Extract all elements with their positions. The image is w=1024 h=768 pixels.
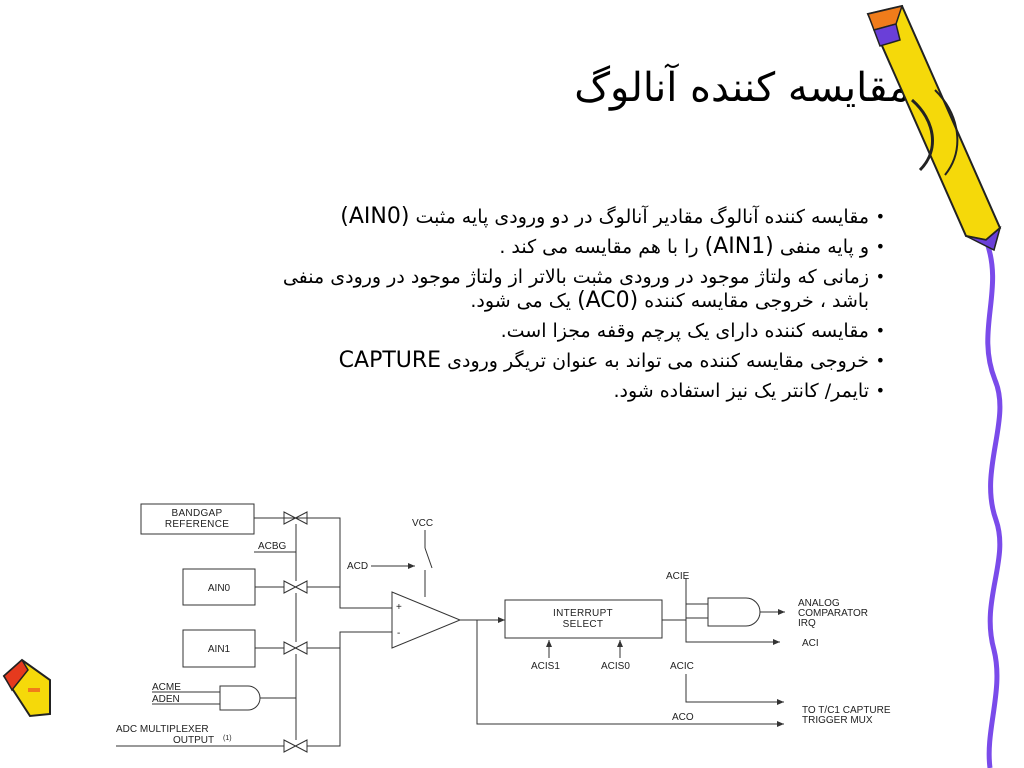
label-bandgap-1: BANDGAP (171, 508, 222, 519)
label-ain0: AIN0 (208, 583, 231, 594)
label-interrupt-1: INTERRUPT (553, 608, 613, 619)
label-acbg: ACBG (258, 541, 287, 552)
bullet-text: زمانی که ولتاژ موجود در ورودی مثبت بالات… (282, 266, 869, 288)
label-plus: + (396, 602, 402, 613)
label-bandgap-2: REFERENCE (165, 519, 229, 530)
ribbon-decoration (983, 239, 1003, 768)
bullet-item: مقایسه کننده آنالوگ مقادیر آنالوگ در دو … (118, 204, 885, 230)
label-capture-1: TO T/C1 CAPTURE (802, 705, 891, 716)
label-acd: ACD (347, 561, 368, 572)
bullet-text: باشد ، خروجی مقایسه کننده (644, 290, 869, 312)
bullet-item: خروجی مقایسه کننده می تواند به عنوان تری… (118, 348, 885, 374)
label-acie: ACIE (666, 571, 690, 582)
bullet-text: مقایسه کننده دارای یک پرچم وقفه مجزا است… (500, 320, 869, 342)
bullet-item: زمانی که ولتاژ موجود در ورودی مثبت بالات… (118, 265, 885, 313)
bandgap-box (140, 503, 255, 535)
bullet-item: و پایه منفی (AIN1) را با هم مقایسه می کن… (118, 234, 885, 260)
bullet-text-after: یک می شود. (470, 290, 572, 312)
bullet-text-after: را با هم مقایسه می کند . (499, 236, 699, 258)
label-interrupt-2: SELECT (563, 619, 604, 630)
switch-bandgap (283, 511, 308, 525)
pencil-icon (866, 4, 1002, 252)
interrupt-select-box (504, 599, 663, 639)
label-irq-1: ANALOG (798, 598, 840, 609)
label-adc-1: ADC MULTIPLEXER (116, 724, 209, 735)
label-irq-3: IRQ (798, 618, 816, 629)
bullet-code: (AIN1) (704, 234, 774, 259)
switch-adc (283, 739, 308, 753)
bullet-code: CAPTURE (338, 348, 442, 373)
bullet-code: (AIN0) (340, 204, 410, 229)
comparator-triangle (391, 591, 462, 649)
label-adc-note: (1) (223, 735, 232, 742)
label-aden: ADEN (152, 694, 180, 705)
bullet-code: (AC0) (577, 288, 639, 313)
label-capture-2: TRIGGER MUX (802, 715, 873, 726)
label-irq-2: COMPARATOR (798, 608, 868, 619)
label-aco: ACO (672, 712, 694, 723)
bullet-text: تایمر/ کانتر یک نیز استفاده شود. (613, 380, 869, 402)
diagram-labels: BANDGAP REFERENCE ACBG AIN0 AIN1 ACME AD… (116, 508, 891, 746)
label-ain1: AIN1 (208, 644, 231, 655)
and-gate-irq (707, 597, 761, 627)
label-minus: - (397, 628, 400, 639)
pencil-stub-icon (2, 658, 51, 718)
bullet-item: مقایسه کننده دارای یک پرچم وقفه مجزا است… (118, 319, 885, 343)
bullet-text: مقایسه کننده آنالوگ مقادیر آنالوگ در دو … (415, 206, 869, 228)
slide-title: مقایسه کننده آنالوگ (574, 65, 910, 111)
bullet-item: تایمر/ کانتر یک نیز استفاده شود. (118, 379, 885, 403)
bullet-list: مقایسه کننده آنالوگ مقادیر آنالوگ در دو … (118, 205, 885, 409)
label-acis1: ACIS1 (531, 661, 560, 672)
switch-ain0 (283, 580, 308, 594)
comparator-diagram (116, 503, 785, 753)
label-acme: ACME (152, 682, 181, 693)
label-adc-2: OUTPUT (173, 735, 214, 746)
ain0-box (182, 568, 256, 606)
switch-ain1 (283, 641, 308, 655)
label-vcc: VCC (412, 518, 433, 529)
and-gate-acme (219, 685, 261, 711)
label-aci: ACI (802, 638, 819, 649)
label-acic: ACIC (670, 661, 694, 672)
label-acis0: ACIS0 (601, 661, 630, 672)
bullet-text: خروجی مقایسه کننده می تواند به عنوان تری… (447, 350, 869, 372)
ain1-box (182, 629, 256, 668)
bullet-text: و پایه منفی (779, 236, 869, 258)
